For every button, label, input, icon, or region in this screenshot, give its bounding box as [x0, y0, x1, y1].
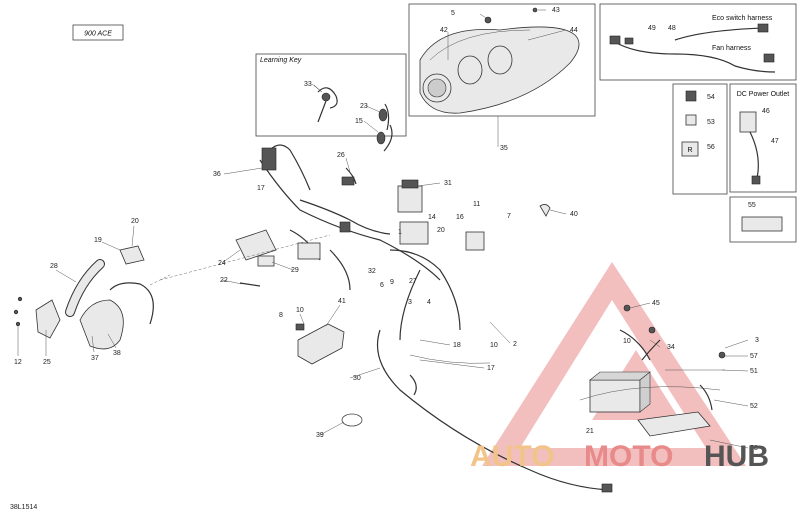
item-39-grommet: [341, 413, 363, 427]
callout-18: 18: [453, 342, 461, 349]
callout-10b: 10: [490, 342, 498, 349]
dc-outlet-inset: [729, 83, 797, 193]
callout-33: 33: [304, 81, 312, 88]
callout-14: 14: [428, 214, 436, 221]
watermark-triangle: [482, 262, 746, 466]
relay-inset: [672, 83, 728, 195]
callout-47: 47: [771, 138, 779, 145]
relay-tag: R: [687, 147, 692, 154]
model-label-box: [72, 24, 124, 41]
callout-25: 25: [43, 359, 51, 366]
left-parts: [13, 234, 331, 350]
callout-41: 41: [338, 298, 346, 305]
callout-48: 48: [668, 25, 676, 32]
callout-19: 19: [94, 237, 102, 244]
watermark-text: AUTO MOTO HUB: [470, 440, 769, 473]
callout-36: 36: [213, 171, 221, 178]
fan-harness-label: Fan harness: [712, 45, 751, 52]
main-harness: [235, 144, 551, 341]
cable-30: [376, 329, 611, 491]
callout-34: 34: [667, 344, 675, 351]
callout-24: 24: [218, 260, 226, 267]
callout-57: 57: [750, 353, 758, 360]
callout-58: 58: [750, 445, 758, 452]
watermark-auto: AUTO: [470, 440, 554, 473]
watermark-moto: MOTO: [584, 440, 673, 473]
callout-46: 46: [762, 108, 770, 115]
callout-37: 37: [91, 355, 99, 362]
callout-42: 42: [440, 27, 448, 34]
callout-32: 32: [368, 268, 376, 275]
callout-3: 3: [755, 337, 759, 344]
callout-43: 43: [552, 7, 560, 14]
callout-6: 6: [380, 282, 384, 289]
callout-52: 52: [750, 403, 758, 410]
callout-21: 21: [586, 428, 594, 435]
callout-55: 55: [748, 202, 756, 209]
callout-20: 20: [131, 218, 139, 225]
callout-10c: 10: [623, 338, 631, 345]
callout-4: 4: [427, 299, 431, 306]
callout-23: 23: [360, 103, 368, 110]
callout-54: 54: [707, 94, 715, 101]
callout-31: 31: [444, 180, 452, 187]
callout-9: 9: [390, 279, 394, 286]
callout-12: 12: [14, 359, 22, 366]
learning-key-title: Learning Key: [260, 57, 302, 64]
callout-30: 30: [353, 375, 361, 382]
callout-11: 11: [473, 201, 480, 208]
callout-5: 5: [451, 10, 455, 17]
callout-38: 38: [113, 350, 121, 357]
model-label: 900 ACE: [84, 31, 112, 38]
callout-7: 7: [507, 213, 511, 220]
callout-15: 15: [355, 118, 363, 125]
callout-2: 2: [513, 341, 517, 348]
callout-49: 49: [648, 25, 656, 32]
callout-35: 35: [500, 145, 508, 152]
leader-lines: [17, 9, 749, 449]
module-41: [297, 323, 345, 365]
callout-8: 8: [279, 312, 283, 319]
callout-53: 53: [707, 119, 715, 126]
callout-1: 1: [398, 229, 402, 236]
dc-outlet-label: DC Power Outlet: [737, 91, 790, 98]
callout-16: 16: [456, 214, 464, 221]
diagram-code: 38L1514: [10, 504, 37, 511]
callout-26: 26: [337, 152, 345, 159]
battery-area: [579, 304, 726, 437]
callout-39: 39: [316, 432, 324, 439]
callout-51: 51: [750, 368, 758, 375]
eco-switch-label: Eco switch harness: [712, 15, 773, 22]
callout-17b: 17: [487, 365, 495, 372]
callout-29: 29: [291, 267, 299, 274]
callout-28: 28: [50, 263, 58, 270]
learning-key-inset: [255, 53, 407, 137]
callout-56: 56: [707, 144, 715, 151]
callout-45: 45: [652, 300, 660, 307]
callout-10: 10: [296, 307, 304, 314]
watermark-hub: HUB: [704, 440, 769, 473]
callout-44: 44: [570, 27, 578, 34]
callout-27: 27: [409, 278, 417, 285]
callout-20b: 20: [437, 227, 445, 234]
callout-40: 40: [570, 211, 578, 218]
callout-3b: 3: [408, 299, 412, 306]
callout-17: 17: [257, 185, 265, 192]
